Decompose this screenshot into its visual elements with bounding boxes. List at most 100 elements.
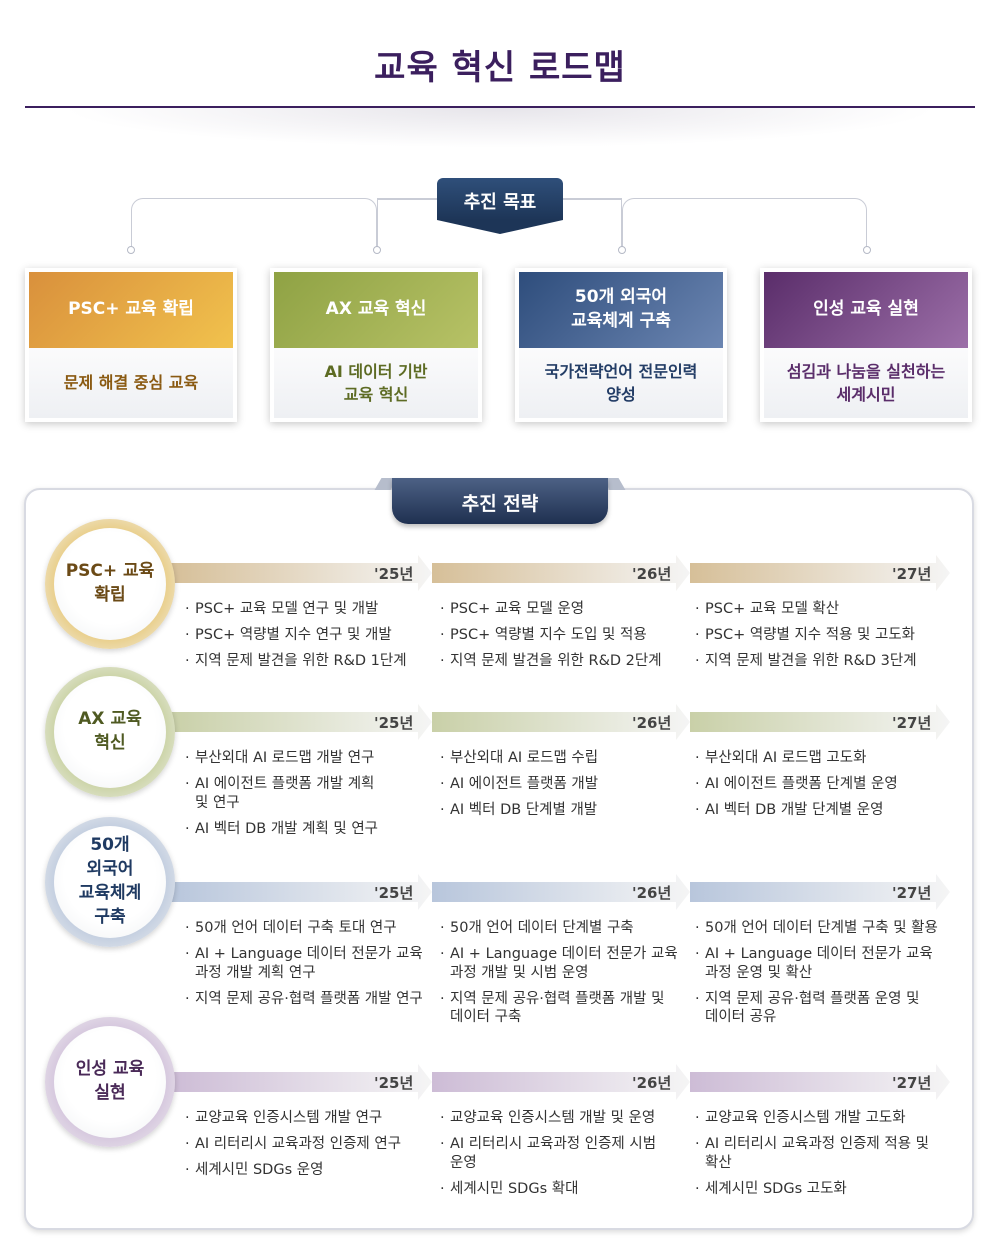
- strategy-item-column: 부산외대 AI 로드맵 수립 AI 에이전트 플랫폼 개발 AI 벡터 DB 단계별…: [440, 749, 690, 827]
- timeline-year-label: '27년: [892, 1074, 932, 1092]
- strategy-item: 교양교육 인증시스템 개발 및 운영: [440, 1109, 690, 1128]
- strategy-item: 지역 문제 발견을 위한 R&D 1단계: [185, 652, 435, 671]
- strategy-item: AI + Language 데이터 전문가 교육과정 운영 및 확산: [695, 945, 945, 983]
- timeline-segment: [170, 874, 432, 910]
- timeline-segment: [432, 555, 690, 591]
- timeline-year-label: '26년: [632, 714, 672, 732]
- timeline-year-label: '27년: [892, 714, 932, 732]
- goal-connector-right: [622, 198, 867, 250]
- goal-connector-left: [131, 198, 377, 250]
- strategy-item: 부산외대 AI 로드맵 고도화: [695, 749, 945, 768]
- strategy-item: 세계시민 SDGs 고도화: [695, 1180, 945, 1199]
- timeline-segment: [170, 704, 432, 740]
- strategy-item: PSC+ 역량별 지수 도입 및 적용: [440, 626, 690, 645]
- goals-badge-box: [437, 178, 563, 220]
- strategy-item: AI 에이전트 플랫폼 단계별 운영: [695, 775, 945, 794]
- timeline-arrow: '25년 '26년 '27년: [170, 553, 955, 593]
- timeline-arrow-shape: [170, 874, 950, 910]
- timeline-arrow-shape: [170, 555, 950, 591]
- goals-badge-label: 추진 목표: [463, 192, 537, 213]
- strategy-item: PSC+ 교육 모델 운영: [440, 600, 690, 619]
- strategy-item: AI 에이전트 플랫폼 개발 계획및 연구: [185, 775, 435, 813]
- strategy-item: AI 에이전트 플랫폼 개발: [440, 775, 690, 794]
- strategy-item-column: 50개 언어 데이터 구축 토대 연구AI + Language 데이터 전문가…: [185, 919, 435, 1015]
- strategy-item: AI + Language 데이터 전문가 교육과정 개발 계획 연구: [185, 945, 435, 983]
- strategy-item: 지역 문제 공유·협력 플랫폼 개발 연구: [185, 990, 435, 1009]
- strategy-item: 교양교육 인증시스템 개발 연구: [185, 1109, 435, 1128]
- strategy-item-column: 부산외대 AI 로드맵 개발 연구 AI 에이전트 플랫폼 개발 계획및 연구 AI…: [185, 749, 435, 845]
- timeline-segment: [690, 874, 950, 910]
- strategy-item: AI + Language 데이터 전문가 교육과정 개발 및 시범 운영: [440, 945, 690, 983]
- strategy-item: AI 벡터 DB 개발 단계별 운영: [695, 801, 945, 820]
- strategy-item: 부산외대 AI 로드맵 수립: [440, 749, 690, 768]
- timeline-year-label: '25년: [374, 714, 414, 732]
- timeline-year-label: '27년: [892, 565, 932, 583]
- goals-badge-arrow: [437, 220, 563, 234]
- goal-card-title: 인성 교육 실현: [764, 272, 968, 348]
- strategy-item-column: 50개 언어 데이터 단계별 구축AI + Language 데이터 전문가 교…: [440, 919, 690, 1034]
- strategy-item: AI 벡터 DB 단계별 개발: [440, 801, 690, 820]
- strategy-item: 부산외대 AI 로드맵 개발 연구: [185, 749, 435, 768]
- timeline-arrow: '25년'26년'27년: [170, 872, 955, 912]
- timeline-year-label: '26년: [632, 1074, 672, 1092]
- strategy-item: 세계시민 SDGs 확대: [440, 1180, 690, 1199]
- title-underline: [25, 106, 975, 108]
- strategy-item: 지역 문제 발견을 위한 R&D 2단계: [440, 652, 690, 671]
- strategy-item-column: 교양교육 인증시스템 개발 및 운영 AI 리터리시 교육과정 인증제 시범운영세…: [440, 1109, 690, 1205]
- strategy-item-column: 50개 언어 데이터 단계별 구축 및 활용AI + Language 데이터 …: [695, 919, 945, 1034]
- connector-dot: [618, 246, 626, 254]
- strategy-item: PSC+ 역량별 지수 연구 및 개발: [185, 626, 435, 645]
- strategy-item: PSC+ 교육 모델 확산: [695, 600, 945, 619]
- timeline-year-label: '26년: [632, 565, 672, 583]
- connector-dot: [863, 246, 871, 254]
- timeline-year-label: '25년: [374, 1074, 414, 1092]
- timeline-segment: [170, 1064, 432, 1100]
- strategy-item: AI 벡터 DB 개발 계획 및 연구: [185, 820, 435, 839]
- strategy-badge-label: 추진 전략: [461, 493, 539, 515]
- goal-card-desc: 문제 해결 중심 교육: [29, 348, 233, 418]
- timeline-segment: [690, 704, 950, 740]
- goal-card-title: PSC+ 교육 확립: [29, 272, 233, 348]
- goal-card-title: AX 교육 혁신: [274, 272, 478, 348]
- timeline-segment: [432, 1064, 690, 1100]
- goals-badge: 추진 목표: [437, 178, 563, 234]
- strategy-item-column: 교양교육 인증시스템 개발 고도화 AI 리터리시 교육과정 인증제 적용 및확산…: [695, 1109, 945, 1205]
- goal-connector-mid-right: [563, 198, 622, 200]
- strategy-item-column: 교양교육 인증시스템 개발 연구 AI 리터리시 교육과정 인증제 연구세계시민 …: [185, 1109, 435, 1187]
- timeline-segment: [690, 1064, 950, 1100]
- goal-connector-mid-left: [377, 198, 437, 200]
- timeline-arrow: '25년 '26년 '27년: [170, 702, 955, 742]
- connector-dot: [127, 246, 135, 254]
- strategy-item-column: 부산외대 AI 로드맵 고도화 AI 에이전트 플랫폼 단계별 운영 AI 벡터 D…: [695, 749, 945, 827]
- timeline-year-label: '25년: [374, 565, 414, 583]
- timeline-segment: [432, 874, 690, 910]
- strategy-item: 세계시민 SDGs 운영: [185, 1161, 435, 1180]
- strategy-badge: 추진 전략: [374, 478, 626, 524]
- strategy-item: 교양교육 인증시스템 개발 고도화: [695, 1109, 945, 1128]
- timeline-arrow-shape: [170, 704, 950, 740]
- timeline-year-label: '27년: [892, 884, 932, 902]
- timeline-arrow: '25년 '26년 '27년: [170, 1062, 955, 1102]
- strategy-item: PSC+ 역량별 지수 적용 및 고도화: [695, 626, 945, 645]
- timeline-segment: [170, 555, 432, 591]
- strategy-item: AI 리터리시 교육과정 인증제 연구: [185, 1135, 435, 1154]
- strategy-item: AI 리터리시 교육과정 인증제 적용 및확산: [695, 1135, 945, 1173]
- strategy-badge-box: [392, 478, 608, 524]
